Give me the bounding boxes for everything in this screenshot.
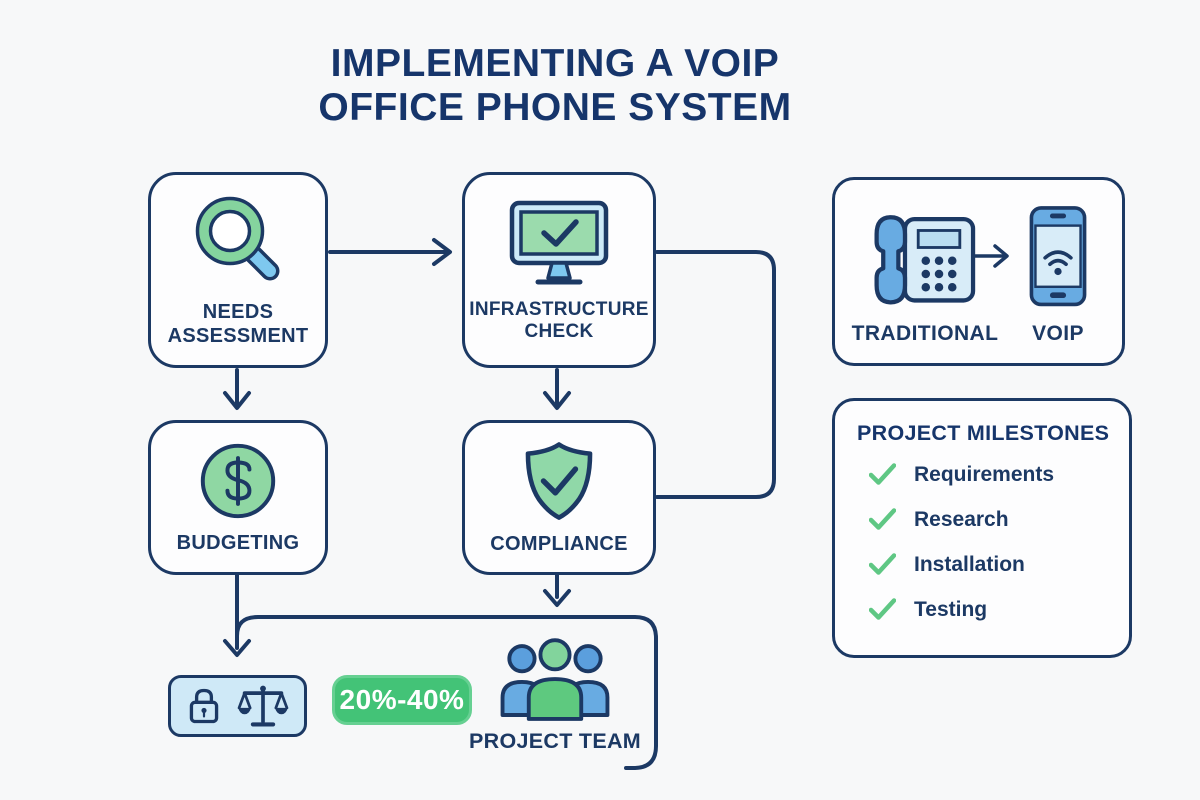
milestone-item: Testing bbox=[835, 587, 1129, 632]
page-title-line2: OFFICE PHONE SYSTEM bbox=[318, 86, 792, 130]
desk-phone-icon bbox=[874, 215, 976, 305]
milestone-label: Installation bbox=[914, 552, 1025, 576]
lock-icon bbox=[189, 688, 218, 724]
arrowhead-down bbox=[223, 639, 251, 657]
milestones-card: PROJECT MILESTONES Requirements Research… bbox=[832, 398, 1132, 658]
dollar-icon bbox=[200, 443, 276, 518]
compliance-label: COMPLIANCE bbox=[490, 532, 628, 555]
arrowhead-down bbox=[223, 391, 251, 410]
monitor-check-icon bbox=[509, 200, 609, 285]
traditional-label: TRADITIONAL bbox=[851, 322, 999, 345]
smartphone-wifi-icon bbox=[1029, 206, 1087, 307]
node-compliance: COMPLIANCE bbox=[462, 420, 656, 575]
check-icon bbox=[869, 553, 896, 575]
milestones-title: PROJECT MILESTONES bbox=[857, 421, 1110, 445]
page-title-line1: IMPLEMENTING A VOIP bbox=[330, 42, 780, 85]
milestone-item: Requirements bbox=[835, 452, 1129, 497]
savings-badge-label: 20%-40% bbox=[339, 684, 465, 715]
milestone-item: Installation bbox=[835, 542, 1129, 587]
arrowhead-down bbox=[543, 391, 571, 410]
check-icon bbox=[869, 508, 896, 530]
milestone-item: Research bbox=[835, 497, 1129, 542]
arrowhead-down bbox=[543, 589, 571, 607]
milestone-label: Research bbox=[914, 507, 1009, 531]
budgeting-label: BUDGETING bbox=[176, 531, 300, 554]
milestone-label: Requirements bbox=[914, 462, 1055, 486]
voip-label: VOIP bbox=[1032, 322, 1084, 345]
milestone-label: Testing bbox=[914, 597, 988, 621]
needs-assessment-label: NEEDS ASSESSMENT bbox=[167, 301, 309, 347]
page-title: IMPLEMENTING A VOIP OFFICE PHONE SYSTEM bbox=[255, 42, 855, 131]
check-icon bbox=[869, 598, 896, 620]
team-icon bbox=[500, 638, 610, 721]
comparison-card: TRADITIONAL VOIP bbox=[832, 177, 1125, 366]
magnifier-icon bbox=[195, 197, 280, 281]
node-budgeting: BUDGETING bbox=[148, 420, 328, 575]
arrow-right-icon bbox=[973, 244, 1009, 268]
arrowhead-right bbox=[432, 238, 452, 266]
project-team-figure bbox=[487, 637, 623, 730]
infrastructure-check-label: INFRASTRUCTURE CHECK bbox=[469, 298, 649, 342]
connector-infrastructure-right-loop bbox=[655, 250, 776, 499]
legal-security-box bbox=[168, 675, 307, 737]
savings-badge: 20%-40% bbox=[332, 675, 472, 725]
scales-icon bbox=[237, 685, 288, 727]
project-team-label: PROJECT TEAM bbox=[468, 729, 642, 753]
node-needs-assessment: NEEDS ASSESSMENT bbox=[148, 172, 328, 368]
node-infrastructure-check: INFRASTRUCTURE CHECK bbox=[462, 172, 656, 368]
check-icon bbox=[869, 463, 896, 485]
shield-check-icon bbox=[525, 441, 593, 520]
